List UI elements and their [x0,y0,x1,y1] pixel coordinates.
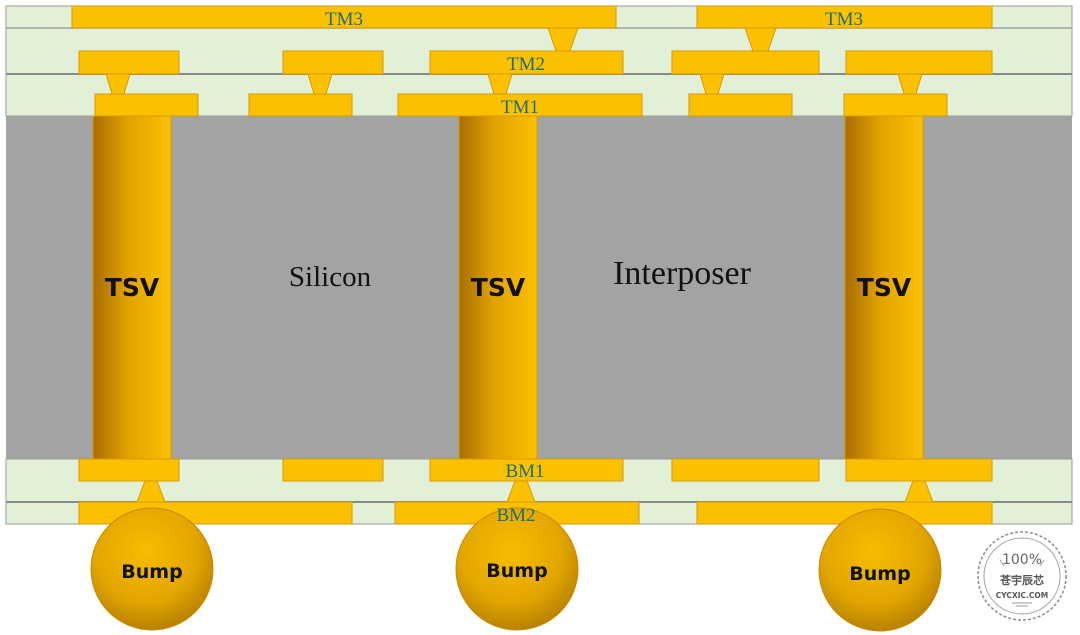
bm1-pad [845,458,993,482]
interposer-label: Interposer [613,255,752,292]
tsv-label: TSV [857,273,912,302]
bm1-pad [78,458,180,482]
tm2-pad [429,50,624,75]
tsv-pillar [92,115,172,460]
tm1-layer [94,93,948,117]
tm3-pad [71,5,617,29]
tm2-pad [671,50,820,75]
bm1-label: BM1 [505,461,544,482]
tsv-pillar [458,115,538,460]
tm2-pad [845,50,993,75]
bump-label: Bump [121,561,182,583]
watermark-cn-text: 苍宇辰芯 [999,573,1044,587]
tm3-label: TM3 [325,9,363,30]
tsv-pillars [92,115,924,460]
bm1-pad [671,458,820,482]
tm1-pad [843,93,948,117]
bm2-label: BM2 [496,505,535,526]
tm1-label: TM1 [501,97,539,118]
tm2-layer [78,50,993,75]
tm2-tm1-vias [105,73,923,95]
solder-bumps [90,507,942,632]
tm1-pad [94,93,199,117]
watermark-stamp: 100% 苍宇辰芯 CYCXIC.COM [977,531,1067,621]
tm3-pad [696,5,993,29]
bm1-pad [282,458,384,482]
solder-bump [818,508,942,632]
tm3-label: TM3 [825,9,863,30]
tm2-pad [78,50,180,75]
tm2-pad [282,50,384,75]
tsv-label: TSV [105,273,160,302]
silicon-label: Silicon [289,261,372,293]
solder-bump [455,507,579,631]
solder-bump [90,507,214,631]
bump-label: Bump [486,560,547,582]
tm3-layer [71,5,993,29]
tm1-pad [688,93,793,117]
tm2-label: TM2 [507,54,545,75]
watermark-en-text: CYCXIC.COM [996,591,1048,600]
bm1-bm2-vias [136,480,934,503]
watermark-percent: 100% [1002,552,1042,568]
bm1-layer [78,458,993,482]
tsv-label: TSV [471,273,526,302]
bump-label: Bump [849,563,910,585]
tsv-pillar [844,115,924,460]
tm1-pad [248,93,353,117]
